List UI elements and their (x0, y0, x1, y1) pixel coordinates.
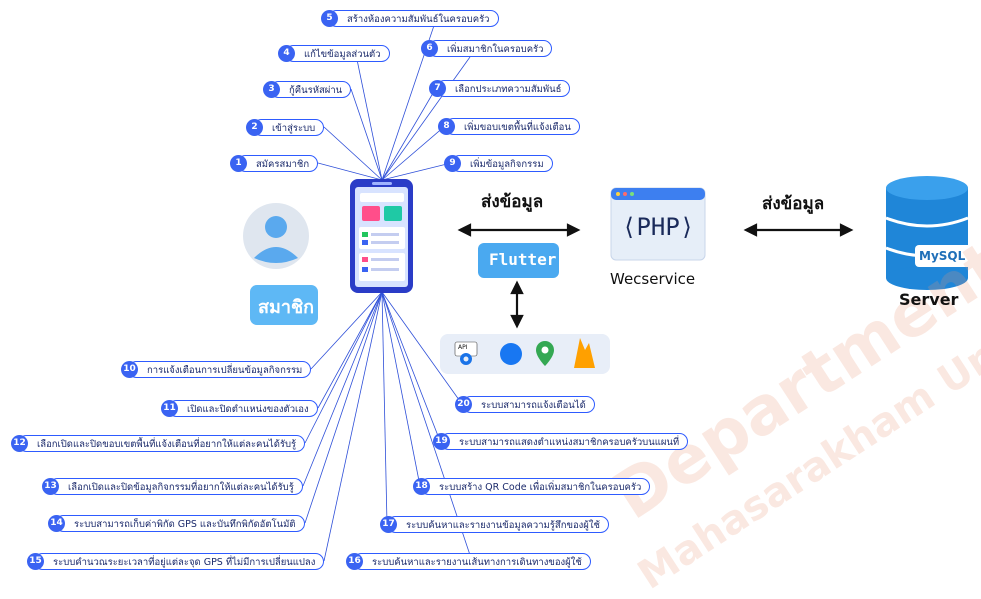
feature-pill-4: 4 แก้ไขข้อมูลส่วนตัว (278, 44, 390, 62)
feature-text: ระบบสามารถแจ้งเตือนได้ (481, 400, 586, 411)
feature-pill-1: 1 สมัครสมาชิก (230, 154, 319, 172)
feature-pill-12: 12 เลือกเปิดและปิดขอบเขตพื้นที่แจ้งเตือนท… (11, 434, 306, 452)
webservice-label: Wecservice (610, 270, 696, 288)
feature-pill-8: 8 เพิ่มขอบเขตพื้นที่แจ้งเตือน (438, 117, 580, 135)
feature-number-badge: 10 (121, 360, 138, 378)
feature-number-badge: 4 (278, 44, 295, 62)
connector-line-13 (302, 291, 383, 487)
connector-line-19 (381, 291, 441, 442)
connector-line-2 (323, 126, 383, 181)
arrows (457, 223, 854, 329)
member-badge (250, 285, 318, 325)
connector-line-11 (317, 291, 383, 409)
connector-line-12 (304, 291, 383, 444)
connector-line-7 (381, 87, 437, 181)
feature-pill-14: 14 ระบบสามารถเก็บค่าพิกัด GPS และบันทึกพิ… (48, 514, 305, 532)
php-label: ⟨PHP⟩ (622, 213, 695, 241)
feature-number-badge: 15 (27, 552, 44, 570)
connector-line-4 (357, 61, 383, 181)
feature-number-badge: 6 (421, 39, 438, 57)
connector-line-15 (323, 291, 383, 562)
server-label: Server (899, 290, 959, 309)
phone-icon (350, 179, 413, 293)
send-data-label-1: ส่งข้อมูล (481, 192, 544, 212)
facebook-icon (500, 343, 522, 365)
mysql-label: MySQL (919, 249, 966, 263)
member-avatar-icon (243, 203, 309, 269)
connector-line-3 (350, 88, 383, 181)
feature-number-badge: 8 (438, 117, 455, 135)
feature-text: เพิ่มสมาชิกในครอบครัว (447, 44, 544, 55)
feature-number-badge: 3 (263, 80, 280, 98)
feature-text: เลือกเปิดและปิดขอบเขตพื้นที่แจ้งเตือนที่… (37, 439, 297, 450)
feature-text: สร้างห้องความสัมพันธ์ในครอบครัว (347, 14, 490, 25)
feature-number-badge: 14 (48, 514, 65, 532)
feature-number-badge: 9 (444, 154, 461, 172)
feature-number-badge: 13 (42, 477, 59, 495)
connector-line-6 (381, 56, 471, 181)
feature-number-badge: 20 (455, 395, 472, 413)
feature-pill-15: 15 ระบบคำนวณระยะเวลาที่อยู่แต่ละจุด GPS ท… (27, 552, 325, 570)
feature-text: เลือกเปิดและปิดข้อมูลกิจกรรมที่อยากให้แต… (68, 482, 294, 493)
feature-number-badge: 16 (346, 552, 363, 570)
connector-line-14 (304, 291, 383, 524)
feature-number-badge: 12 (11, 434, 28, 452)
feature-pill-11: 11 เปิดและปิดตำแหน่งของตัวเอง (161, 399, 318, 417)
feature-pill-20: 20 ระบบสามารถแจ้งเตือนได้ (455, 395, 595, 413)
services-tray (440, 334, 610, 374)
feature-text: เปิดและปิดตำแหน่งของตัวเอง (187, 404, 309, 415)
send-data-label-2: ส่งข้อมูล (762, 194, 825, 214)
feature-pill-6: 6 เพิ่มสมาชิกในครอบครัว (421, 39, 553, 57)
feature-number-badge: 2 (246, 118, 263, 136)
feature-pill-19: 19 ระบบสามารถแสดงตำแหน่งสมาชิกครอบครัวบนแ… (433, 432, 689, 450)
connector-lines (302, 26, 473, 562)
feature-text: เข้าสู่ระบบ (272, 123, 316, 134)
feature-text: การแจ้งเตือนการเปลี่ยนข้อมูลกิจกรรม (147, 365, 303, 376)
feature-text: ระบบค้นหาและรายงานข้อมูลความรู้สึกของผู้… (406, 520, 600, 531)
feature-pill-10: 10 การแจ้งเตือนการเปลี่ยนข้อมูลกิจกรรม (121, 360, 312, 378)
feature-number-badge: 17 (380, 515, 397, 533)
feature-text: ระบบสร้าง QR Code เพื่อเพิ่มสมาชิกในครอบ… (439, 482, 642, 493)
feature-number-badge: 18 (413, 477, 430, 495)
architecture-diagram (243, 26, 975, 562)
connector-line-10 (310, 291, 383, 370)
feature-text: สมัครสมาชิก (256, 159, 310, 170)
connector-line-8 (381, 125, 446, 181)
feature-pill-18: 18 ระบบสร้าง QR Code เพื่อเพิ่มสมาชิกในคร… (413, 477, 651, 495)
feature-text: เลือกประเภทความสัมพันธ์ (455, 84, 562, 95)
feature-pill-13: 13 เลือกเปิดและปิดข้อมูลกิจกรรมที่อยากให้… (42, 477, 303, 495)
feature-text: เพิ่มขอบเขตพื้นที่แจ้งเตือน (464, 122, 571, 133)
feature-text: ระบบค้นหาและรายงานเส้นทางการเดินทางของผู… (372, 557, 582, 568)
feature-number-badge: 11 (161, 399, 178, 417)
feature-pill-3: 3 กู้คืนรหัสผ่าน (263, 80, 352, 98)
feature-text: เพิ่มข้อมูลกิจกรรม (470, 159, 544, 170)
feature-pill-17: 17 ระบบค้นหาและรายงานข้อมูลความรู้สึกของผ… (380, 515, 609, 533)
connector-line-17 (381, 291, 388, 525)
api-label: API (458, 344, 468, 351)
feature-number-badge: 19 (433, 432, 450, 450)
database-icon (885, 176, 975, 290)
feature-pill-2: 2 เข้าสู่ระบบ (246, 118, 325, 136)
feature-pill-5: 5 สร้างห้องความสัมพันธ์ในครอบครัว (321, 9, 499, 27)
feature-text: ระบบสามารถแสดงตำแหน่งสมาชิกครอบครัวบนแผน… (459, 437, 680, 448)
member-label: สมาชิก (258, 297, 315, 318)
feature-number-badge: 7 (429, 79, 446, 97)
connector-line-1 (317, 162, 383, 181)
feature-pill-9: 9 เพิ่มข้อมูลกิจกรรม (444, 154, 553, 172)
connector-line-9 (381, 162, 452, 181)
php-window-icon (610, 187, 706, 261)
connector-line-20 (381, 291, 463, 405)
flutter-badge (478, 243, 559, 278)
feature-text: ระบบคำนวณระยะเวลาที่อยู่แต่ละจุด GPS ที่… (53, 557, 316, 568)
flutter-label: Flutter (489, 250, 557, 269)
feature-pill-16: 16 ระบบค้นหาและรายงานเส้นทางการเดินทางของ… (346, 552, 591, 570)
firebase-icon (574, 338, 595, 368)
feature-number-badge: 5 (321, 9, 338, 27)
connector-line-18 (381, 291, 421, 487)
feature-number-badge: 1 (230, 154, 247, 172)
feature-text: แก้ไขข้อมูลส่วนตัว (304, 49, 381, 60)
feature-text: กู้คืนรหัสผ่าน (289, 85, 343, 96)
feature-pill-7: 7 เลือกประเภทความสัมพันธ์ (429, 79, 571, 97)
feature-text: ระบบสามารถเก็บค่าพิกัด GPS และบันทึกพิกั… (74, 519, 296, 530)
